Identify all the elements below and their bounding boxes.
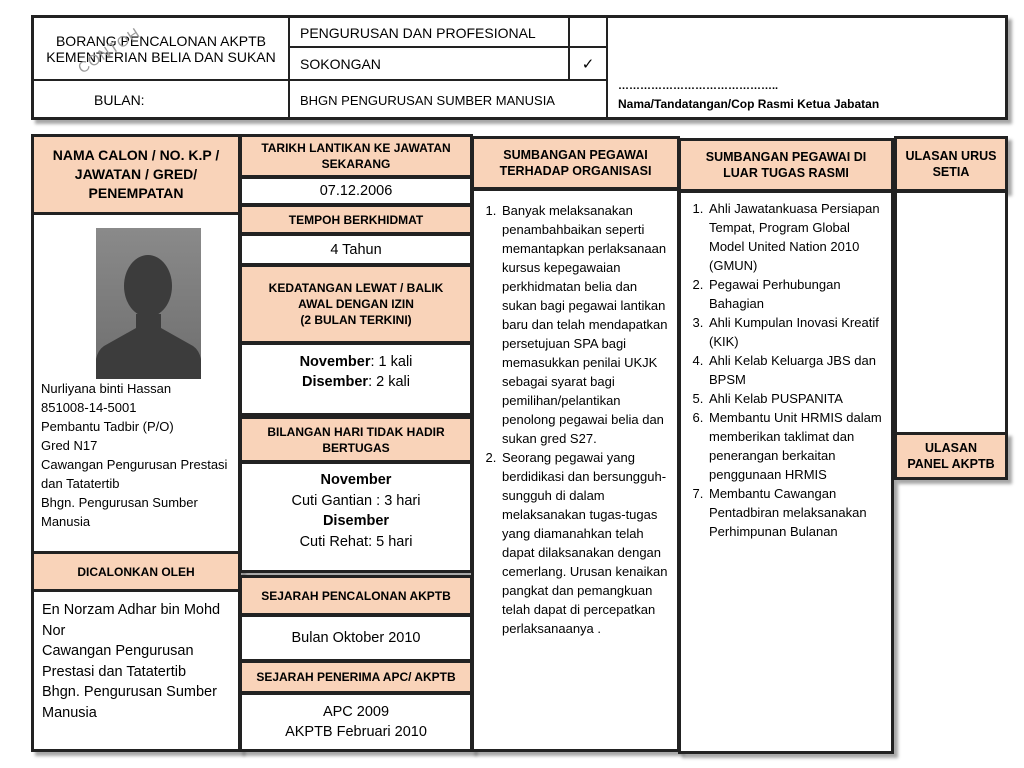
late-attendance-panel: November: 1 kali Disember: 2 kali — [239, 342, 473, 416]
award-history-header: SEJARAH PENERIMA APC/ AKPTB — [239, 660, 473, 694]
candidate-grade: Gred N17 — [41, 438, 98, 453]
award-entry: AKPTB Februari 2010 — [285, 724, 427, 740]
tenure-header: TEMPOH BERKHIDMAT — [239, 204, 473, 235]
award-entry: APC 2009 — [322, 704, 390, 720]
late-header-line: KEDATANGAN LEWAT / BALIK — [268, 281, 444, 295]
nominated-by-header: DICALONKAN OLEH — [31, 551, 241, 592]
ministry-name: KEMENTERIAN BELIA DAN SUKAN — [46, 48, 276, 65]
nominator-division: Bhgn. Pengurusan Sumber Manusia — [42, 684, 217, 721]
list-item: Membantu Cawangan Pentadbiran melaksanak… — [707, 484, 887, 541]
form-title-cell: BORANG PENCALONAN AKPTB KEMENTERIAN BELI… — [31, 15, 290, 81]
org-contribution-label: SUMBANGAN PEGAWAI TERHADAP ORGANISASI — [499, 148, 652, 178]
absent-days-panel: November Cuti Gantian : 3 hari Disember … — [239, 461, 473, 573]
category-checkbox-pengurusan[interactable] — [568, 15, 608, 48]
appointment-date-label: TARIKH LANTIKAN KE JAWATAN SEKARANG — [261, 141, 451, 171]
candidate-ic: 851008-14-5001 — [41, 400, 137, 415]
outside-contribution-label: SUMBANGAN PEGAWAI DI LUAR TUGAS RASMI — [705, 150, 867, 180]
nominator-details: En Norzam Adhar bin Mohd Nor Cawangan Pe… — [42, 600, 234, 723]
list-item: Ahli Kelab Keluarga JBS dan BPSM — [707, 351, 887, 389]
list-item: Pegawai Perhubungan Bahagian — [707, 275, 887, 313]
outside-contribution-panel: Ahli Jawatankuasa Persiapan Tempat, Prog… — [678, 190, 894, 754]
signature-label: Nama/Tandatangan/Cop Rasmi Ketua Jabatan — [618, 97, 880, 111]
late-header-line: (2 BULAN TERKINI) — [300, 313, 412, 327]
tenure: 4 Tahun — [330, 241, 382, 258]
form-title: BORANG PENCALONAN AKPTB — [55, 32, 267, 49]
absent-month: November — [320, 472, 392, 488]
org-contribution-list: Banyak melaksanakan penambahbaikan seper… — [474, 201, 673, 638]
secretariat-remarks-field[interactable] — [894, 190, 1008, 438]
late-count: : 1 kali — [370, 354, 413, 370]
panel-remarks-header: ULASAN PANEL AKPTB — [894, 432, 1008, 480]
late-month: Disember — [301, 374, 369, 390]
category-label: PENGURUSAN DAN PROFESIONAL — [300, 25, 536, 41]
outside-contribution-header: SUMBANGAN PEGAWAI DI LUAR TUGAS RASMI — [678, 138, 894, 192]
award-history-panel: APC 2009 AKPTB Februari 2010 — [239, 692, 473, 752]
candidate-header-label: NAMA CALON / NO. K.P / JAWATAN / GRED/ P… — [52, 147, 220, 201]
candidate-info-panel: Nurliyana binti Hassan 851008-14-5001 Pe… — [31, 212, 241, 555]
list-item: Banyak melaksanakan penambahbaikan seper… — [500, 201, 673, 448]
candidate-position: Pembantu Tadbir (P/O) — [41, 419, 174, 434]
candidate-division: Bhgn. Pengurusan Sumber Manusia — [41, 495, 198, 529]
late-attendance-header: KEDATANGAN LEWAT / BALIK AWAL DENGAN IZI… — [239, 264, 473, 344]
signature-line: …………………………………….. — [618, 80, 779, 92]
nomination-history-label: SEJARAH PENCALONAN AKPTB — [261, 588, 451, 603]
list-item: Ahli Kumpulan Inovasi Kreatif (KIK) — [707, 313, 887, 351]
candidate-header: NAMA CALON / NO. K.P / JAWATAN / GRED/ P… — [31, 134, 241, 215]
list-item: Ahli Kelab PUSPANITA — [707, 389, 887, 408]
tenure-value: 4 Tahun — [239, 233, 473, 266]
late-header-line: AWAL DENGAN IZIN — [298, 297, 414, 311]
panel-remarks-label: ULASAN PANEL AKPTB — [907, 441, 995, 471]
appointment-date: 07.12.2006 — [319, 183, 393, 199]
bulan-label: BULAN: — [94, 92, 145, 108]
absent-value: Cuti Gantian : 3 hari — [291, 492, 421, 509]
list-item: Ahli Jawatankuasa Persiapan Tempat, Prog… — [707, 199, 887, 275]
tenure-label: TEMPOH BERKHIDMAT — [288, 212, 424, 227]
candidate-photo — [96, 228, 201, 379]
person-silhouette-icon — [96, 255, 201, 379]
org-contribution-header: SUMBANGAN PEGAWAI TERHADAP ORGANISASI — [471, 136, 680, 190]
signature-cell: …………………………………….. Nama/Tandatangan/Cop Ra… — [606, 15, 1008, 120]
bulan-cell: BULAN: — [31, 79, 290, 120]
main-form: NAMA CALON / NO. K.P / JAWATAN / GRED/ P… — [31, 134, 1010, 754]
category-row-pengurusan: PENGURUSAN DAN PROFESIONAL — [288, 15, 570, 48]
department-name: BHGN PENGURUSAN SUMBER MANUSIA — [300, 93, 555, 108]
nominator-name: En Norzam Adhar bin Mohd Nor — [42, 602, 221, 639]
absent-month: Disember — [322, 513, 390, 529]
late-month: November — [299, 354, 371, 370]
late-entry-disember: Disember: 2 kali — [242, 372, 470, 392]
org-contribution-panel: Banyak melaksanakan penambahbaikan seper… — [471, 188, 680, 752]
check-mark-icon: ✓ — [581, 55, 595, 73]
late-count: : 2 kali — [368, 374, 410, 390]
nomination-history-header: SEJARAH PENCALONAN AKPTB — [239, 575, 473, 616]
outside-contribution-list: Ahli Jawatankuasa Persiapan Tempat, Prog… — [681, 199, 887, 541]
appointment-date-value: 07.12.2006 — [239, 176, 473, 206]
late-entry-november: November: 1 kali — [242, 352, 470, 372]
absent-value: Cuti Rehat: 5 hari — [299, 533, 413, 550]
list-item: Seorang pegawai yang berdidikasi dan ber… — [500, 448, 673, 638]
appointment-date-header: TARIKH LANTIKAN KE JAWATAN SEKARANG — [239, 134, 473, 178]
nominated-by-panel: En Norzam Adhar bin Mohd Nor Cawangan Pe… — [31, 589, 241, 752]
category-checkbox-sokongan[interactable]: ✓ — [568, 46, 608, 81]
candidate-details: Nurliyana binti Hassan 851008-14-5001 Pe… — [41, 379, 231, 531]
category-label: SOKONGAN — [300, 56, 381, 72]
absent-days-label: BILANGAN HARI TIDAK HADIR BERTUGAS — [267, 424, 445, 455]
nominated-by-label: DICALONKAN OLEH — [77, 564, 195, 579]
nominator-branch: Cawangan Pengurusan Prestasi dan Tatater… — [42, 643, 194, 680]
secretariat-remarks-header: ULASAN URUS SETIA — [894, 136, 1008, 192]
form-header: BORANG PENCALONAN AKPTB KEMENTERIAN BELI… — [31, 15, 1008, 120]
nomination-history: Bulan Oktober 2010 — [291, 630, 421, 646]
nomination-history-value: Bulan Oktober 2010 — [239, 614, 473, 662]
department-cell: BHGN PENGURUSAN SUMBER MANUSIA — [288, 79, 608, 120]
absent-days-header: BILANGAN HARI TIDAK HADIR BERTUGAS — [239, 416, 473, 463]
candidate-name: Nurliyana binti Hassan — [41, 381, 172, 396]
list-item: Membantu Unit HRMIS dalam memberikan tak… — [707, 408, 887, 484]
candidate-branch: Cawangan Pengurusan Prestasi dan Tatater… — [41, 457, 228, 491]
award-history-label: SEJARAH PENERIMA APC/ AKPTB — [256, 670, 456, 684]
secretariat-remarks-label: ULASAN URUS SETIA — [905, 149, 997, 179]
category-row-sokongan: SOKONGAN — [288, 46, 570, 81]
